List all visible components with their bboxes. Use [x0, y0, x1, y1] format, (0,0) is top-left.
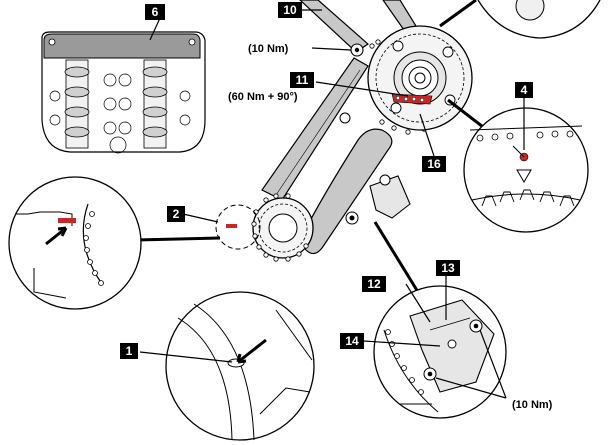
svg-text:4: 4 — [521, 83, 528, 97]
crankshaft-sprocket — [252, 197, 314, 259]
callout-1: 1 — [120, 343, 138, 359]
svg-text:12: 12 — [367, 277, 381, 291]
svg-text:13: 13 — [441, 261, 455, 275]
cylinder-head-view — [41, 31, 206, 154]
timing-hole-arrow — [236, 338, 267, 364]
tensioner-detail — [373, 221, 507, 419]
cylinder-head-outline — [41, 31, 206, 153]
camshaft-left — [64, 59, 90, 149]
valve-springs — [49, 73, 191, 154]
torque-label-camshaft-bolt: (60 Nm + 90°) — [228, 91, 298, 103]
callout-4: 4 — [515, 82, 533, 98]
callout-12: 12 — [362, 276, 386, 292]
crank-chain-links — [251, 193, 309, 262]
timing-chain-assembly — [215, 0, 473, 262]
timing-hole-detail — [165, 291, 315, 441]
cam-detail-triangle-mark — [516, 169, 532, 183]
callout-10: 10 — [278, 2, 302, 18]
callout-13: 13 — [436, 260, 460, 276]
upper-chain-guide — [299, 0, 369, 53]
slide-rail-bolt — [339, 112, 351, 124]
camshaft-right — [142, 59, 168, 149]
svg-text:2: 2 — [173, 207, 180, 221]
svg-text:1: 1 — [126, 344, 133, 358]
callout-6: 6 — [145, 4, 165, 20]
chain-tensioner — [345, 174, 411, 225]
camshaft-sprocket — [367, 25, 473, 131]
crank-marker-circle — [215, 204, 261, 250]
cam-mark-detail — [447, 98, 589, 233]
callout-14: 14 — [340, 333, 364, 349]
callout-11: 11 — [290, 72, 314, 88]
callout-2: 2 — [167, 206, 185, 222]
top-right-detail — [439, 0, 601, 39]
crank-red-mark — [226, 224, 237, 228]
svg-text:14: 14 — [345, 334, 359, 348]
upper-chain-guide-2 — [382, 0, 417, 31]
crank-detail-red-mark — [58, 218, 76, 223]
svg-text:11: 11 — [296, 73, 309, 87]
svg-text:10: 10 — [283, 3, 297, 17]
crank-detail-arrow — [45, 226, 68, 246]
leader-lines — [139, 9, 525, 399]
callout-16: 16 — [422, 156, 446, 172]
torque-label-guide-bolt: (10 Nm) — [248, 43, 289, 55]
cylinder-head-cover-gasket — [43, 33, 201, 59]
crank-mark-detail — [8, 176, 221, 310]
svg-text:6: 6 — [152, 5, 159, 19]
svg-text:16: 16 — [427, 157, 441, 171]
torque-label-tensioner-bolts: (10 Nm) — [512, 399, 553, 411]
